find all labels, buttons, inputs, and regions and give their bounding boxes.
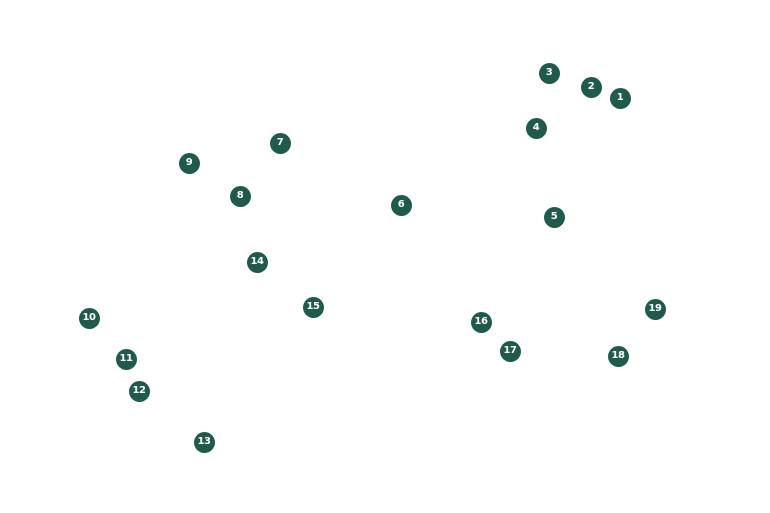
map-marker-15[interactable]: 15: [302, 296, 324, 318]
map-marker-3[interactable]: 3: [538, 62, 560, 84]
marker-label: 9: [185, 157, 193, 168]
map-marker-7[interactable]: 7: [269, 132, 291, 154]
marker-label: 13: [197, 436, 211, 447]
marker-label: 6: [397, 199, 405, 210]
marker-label: 19: [648, 303, 662, 314]
map-marker-2[interactable]: 2: [580, 76, 602, 98]
map-marker-6[interactable]: 6: [390, 194, 412, 216]
map-marker-9[interactable]: 9: [178, 152, 200, 174]
marker-label: 15: [306, 301, 320, 312]
marker-label: 4: [532, 122, 540, 133]
map-marker-10[interactable]: 10: [78, 307, 100, 329]
marker-label: 2: [587, 81, 595, 92]
marker-label: 12: [132, 385, 146, 396]
marker-label: 10: [82, 312, 96, 323]
map-marker-1[interactable]: 1: [609, 87, 631, 109]
marker-label: 11: [119, 353, 133, 364]
marker-label: 8: [236, 190, 244, 201]
map-marker-13[interactable]: 13: [193, 431, 215, 453]
marker-label: 18: [611, 350, 625, 361]
map-marker-8[interactable]: 8: [229, 185, 251, 207]
map-marker-5[interactable]: 5: [543, 206, 565, 228]
marker-label: 17: [503, 345, 517, 356]
marker-label: 14: [250, 256, 264, 267]
map-marker-4[interactable]: 4: [525, 117, 547, 139]
map-marker-18[interactable]: 18: [607, 345, 629, 367]
marker-label: 16: [474, 316, 488, 327]
marker-label: 3: [545, 67, 553, 78]
map-marker-16[interactable]: 16: [470, 311, 492, 333]
map-marker-11[interactable]: 11: [115, 348, 137, 370]
map-marker-14[interactable]: 14: [246, 251, 268, 273]
map-marker-19[interactable]: 19: [644, 298, 666, 320]
map-marker-12[interactable]: 12: [128, 380, 150, 402]
marker-label: 7: [276, 137, 284, 148]
map-marker-17[interactable]: 17: [499, 340, 521, 362]
marker-label: 1: [616, 92, 624, 103]
marker-label: 5: [550, 211, 558, 222]
